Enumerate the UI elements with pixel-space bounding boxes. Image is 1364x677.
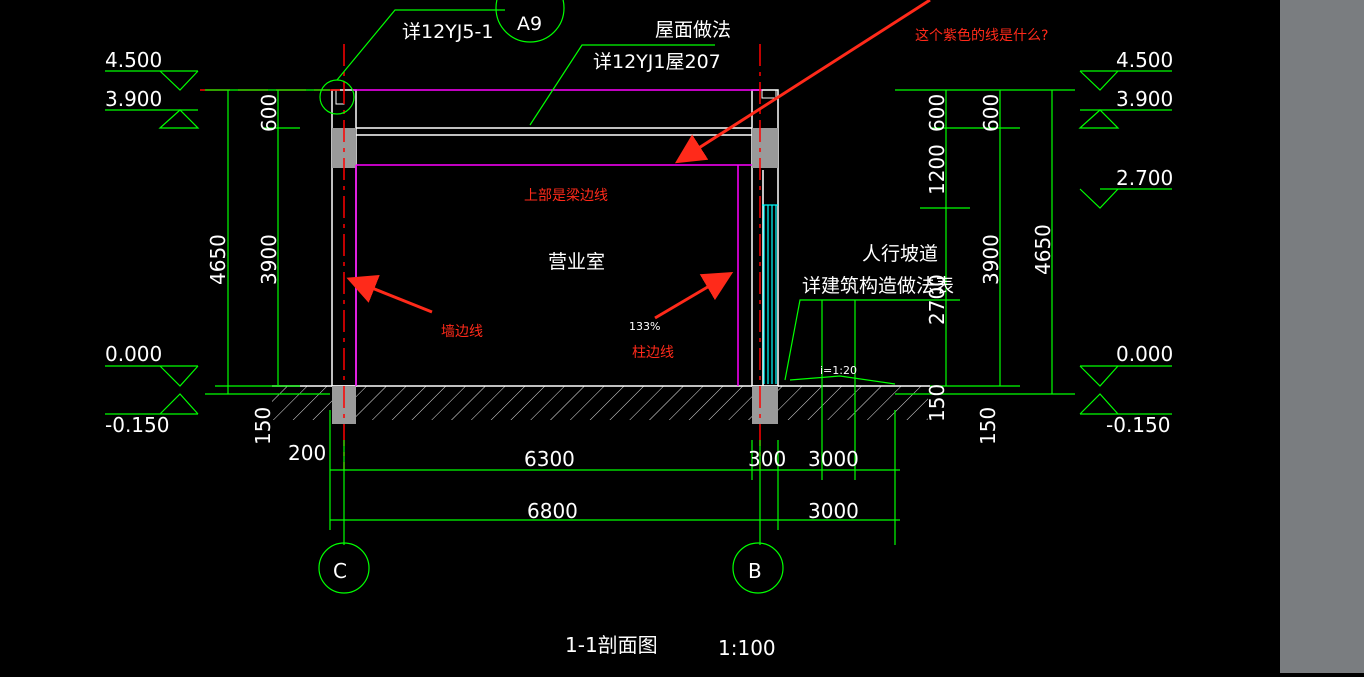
annotation-arrows bbox=[346, 0, 931, 320]
detail-yj5-label: 详12YJ5-1 bbox=[402, 21, 493, 43]
dim-left-150: 150 bbox=[251, 407, 275, 445]
dim-left-3900: 3900 bbox=[257, 234, 281, 285]
dim-bottom-3000a: 3000 bbox=[808, 447, 859, 471]
roof-label: 屋面做法 bbox=[655, 19, 731, 41]
column-edge-annotation: 柱边线 bbox=[632, 345, 674, 361]
dim-right-600a: 600 bbox=[925, 94, 949, 132]
dim-right-150b: 150 bbox=[976, 407, 1000, 445]
parapet-cap-left bbox=[335, 89, 345, 105]
dim-right-2700: 2700 bbox=[925, 274, 949, 325]
dim-right-4650: 4650 bbox=[1031, 224, 1055, 275]
elev-left-4500: 4.500 bbox=[105, 48, 162, 72]
roof-detail-label: 详12YJ1屋207 bbox=[593, 51, 721, 73]
elev-right-3900: 3.900 bbox=[1116, 87, 1173, 111]
dim-bottom-6800: 6800 bbox=[527, 499, 578, 523]
elev-right-0000: 0.000 bbox=[1116, 342, 1173, 366]
dim-right-600b: 600 bbox=[979, 94, 1003, 132]
elev-right-m0150: -0.150 bbox=[1106, 413, 1170, 437]
room-label: 营业室 bbox=[548, 251, 605, 273]
dim-left-4650: 4650 bbox=[206, 234, 230, 285]
ground-hatch bbox=[272, 385, 930, 420]
detail-circle-label: A9 bbox=[517, 13, 542, 35]
dim-bottom-300: 300 bbox=[748, 447, 786, 471]
dim-left-600: 600 bbox=[257, 94, 281, 132]
elev-left-3900: 3.900 bbox=[105, 87, 162, 111]
dim-bottom-200: 200 bbox=[288, 441, 326, 465]
column-blocks bbox=[332, 128, 778, 424]
zoom-readout: 133% bbox=[629, 320, 660, 333]
elev-left-0000: 0.000 bbox=[105, 342, 162, 366]
window-glazing bbox=[762, 204, 778, 384]
beam-edge-annotation: 上部是梁边线 bbox=[524, 188, 608, 204]
axis-label-c: C bbox=[333, 559, 347, 583]
dim-bottom-6300: 6300 bbox=[524, 447, 575, 471]
dim-bottom-3000b: 3000 bbox=[808, 499, 859, 523]
question-annotation: 这个紫色的线是什么? bbox=[915, 27, 1048, 44]
ramp-detail-label: 详建筑构造做法表 bbox=[802, 275, 954, 297]
slope-label: i=1:20 bbox=[820, 364, 857, 377]
scrollbar[interactable] bbox=[1280, 0, 1364, 673]
drawing-title: 1-1剖面图 bbox=[565, 633, 658, 657]
section-drawing: 4.500 3.900 0.000 -0.150 4.500 3.900 2.7… bbox=[105, 0, 1173, 660]
axis-label-b: B bbox=[748, 559, 762, 583]
parapet-cap-right bbox=[761, 89, 777, 99]
structure-outline bbox=[331, 89, 779, 387]
dim-right-150a: 150 bbox=[925, 384, 949, 422]
cad-drawing-canvas[interactable]: 4.500 3.900 0.000 -0.150 4.500 3.900 2.7… bbox=[0, 0, 1280, 673]
dim-right-3900: 3900 bbox=[979, 234, 1003, 285]
elev-left-m0150: -0.150 bbox=[105, 413, 169, 437]
dim-right-1200: 1200 bbox=[925, 144, 949, 195]
wall-edge-annotation: 墙边线 bbox=[441, 324, 483, 340]
drawing-scale: 1:100 bbox=[718, 636, 776, 660]
elev-right-4500: 4.500 bbox=[1116, 48, 1173, 72]
elev-right-2700: 2.700 bbox=[1116, 166, 1173, 190]
ramp-label: 人行坡道 bbox=[862, 243, 938, 265]
dimension-lines bbox=[105, 0, 1172, 594]
